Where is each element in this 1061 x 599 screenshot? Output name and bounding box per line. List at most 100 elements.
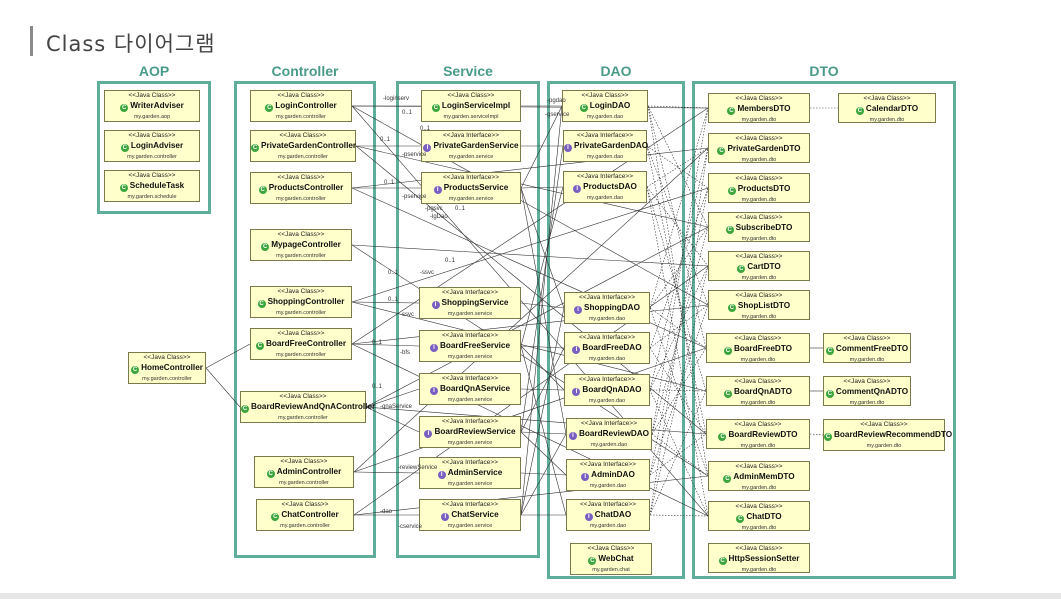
dependency-line-2	[647, 105, 707, 349]
edge-6	[365, 388, 420, 408]
interface-icon: I	[431, 300, 440, 309]
class-package: my.garden.dto	[741, 156, 777, 163]
class-package: my.garden.controller	[279, 479, 329, 486]
class-package: my.garden.dto	[866, 442, 902, 449]
package-dto	[692, 81, 956, 579]
dependency-line-1	[647, 105, 709, 228]
class-package: my.garden.service	[447, 439, 493, 446]
class-package: my.garden.dao	[588, 355, 626, 362]
dependency-line-55	[520, 187, 567, 435]
class-package: my.garden.dto	[740, 442, 776, 449]
dependency-line-63	[520, 307, 565, 516]
class-package: my.garden.dto	[741, 484, 777, 491]
class-package: my.garden.dao	[588, 397, 626, 404]
class-package: my.garden.service	[447, 353, 493, 360]
class-package: my.garden.dto	[849, 399, 885, 406]
class-stereotype: <<Java Interface>>	[578, 376, 635, 383]
dependency-line-5	[646, 145, 709, 306]
class-package: my.garden.dao	[589, 522, 627, 529]
package-label-controller: Controller	[271, 63, 339, 79]
class-stereotype: <<Java Class>>	[735, 292, 783, 299]
class-icon: C	[588, 556, 597, 565]
dependency-line-26	[649, 187, 709, 476]
title-accent-bar	[30, 26, 33, 56]
edge-label: -pservice	[402, 152, 427, 158]
class-stereotype: <<Java Interface>>	[576, 132, 633, 139]
class-stereotype: <<Java Interface>>	[441, 501, 498, 508]
class-package: my.garden.chat	[592, 566, 630, 573]
dependency-line-57	[520, 345, 565, 391]
edge-11	[205, 367, 241, 408]
class-package: my.garden.dto	[741, 566, 777, 573]
dependency-line-49	[353, 147, 709, 473]
bottom-strip	[0, 593, 1061, 599]
class-icon: C	[855, 106, 864, 115]
dependency-line-41	[351, 244, 709, 477]
dependency-line-14	[649, 307, 709, 477]
dependency-line-58	[520, 345, 567, 516]
class-package: my.garden.service	[448, 195, 494, 202]
edge-label: -pgdao	[547, 98, 566, 104]
package-aop	[97, 81, 211, 214]
class-package: my.garden.dto	[740, 356, 776, 363]
interface-icon: I	[581, 472, 590, 481]
class-stereotype: <<Java Interface>>	[578, 294, 635, 301]
